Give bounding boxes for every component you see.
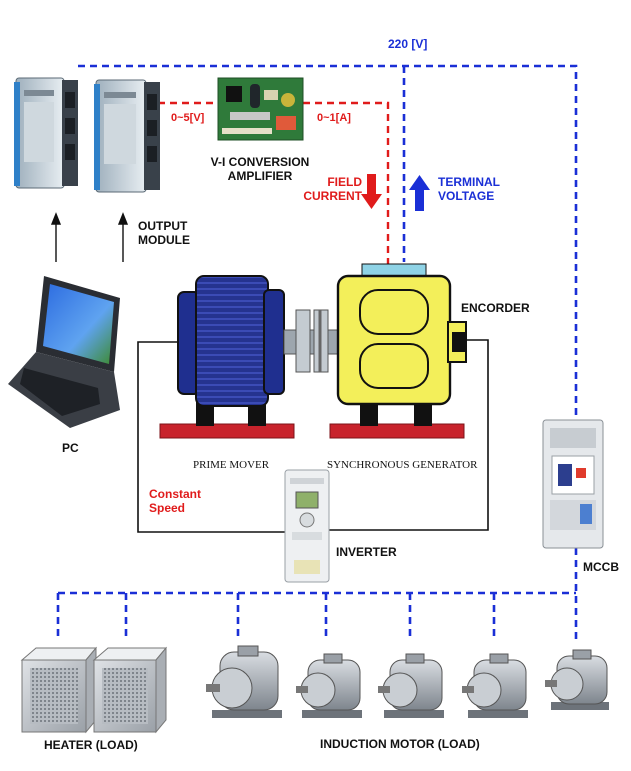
field-current-line2: CURRENT (303, 188, 362, 203)
voltage-range-label: 0~5[V] (171, 112, 205, 124)
amplifier-label-line2: AMPLIFIER (227, 168, 293, 183)
field-current-label: FIELD CURRENT (302, 175, 362, 204)
encoder-label: ENCORDER (461, 301, 530, 315)
induction-motor-icon (378, 653, 444, 718)
terminal-voltage-label: TERMINAL VOLTAGE (438, 175, 500, 204)
induction-motor-icon (462, 653, 528, 718)
supply-voltage-label: 220 [V] (388, 37, 428, 51)
ni-module-icon (14, 77, 78, 189)
heater-icon (92, 646, 168, 734)
supply-bus (56, 64, 578, 640)
laptop-icon (8, 276, 120, 428)
inverter-label: INVERTER (336, 545, 397, 559)
drive-wiring (137, 339, 489, 533)
inverter-icon (284, 469, 330, 583)
pc-label: PC (62, 441, 79, 455)
induction-motor-load-label: INDUCTION MOTOR (LOAD) (320, 737, 480, 751)
constant-speed-label: Constant Speed (149, 487, 201, 516)
amplifier-label-line1: V-I CONVERSION (210, 155, 310, 169)
output-module-label: OUTPUT MODULE (138, 219, 190, 248)
current-range-label: 0~1[A] (317, 112, 351, 124)
prime-mover-label: PRIME MOVER (193, 459, 270, 471)
output-module-line2: MODULE (138, 232, 190, 247)
pc-to-module-arrows (50, 212, 129, 262)
induction-motor-icon (545, 649, 609, 710)
prime-mover-icon (159, 275, 295, 439)
mccb-label: MCCB (583, 560, 619, 574)
terminal-voltage-arrow (409, 175, 430, 211)
heater-icon (20, 646, 98, 734)
constant-speed-line2: Speed (149, 500, 186, 515)
field-current-arrow (361, 174, 382, 209)
induction-motor-icon (206, 645, 282, 718)
terminal-voltage-line1: TERMINAL (438, 175, 500, 189)
heater-load-label: HEATER (LOAD) (44, 738, 138, 752)
terminal-voltage-line2: VOLTAGE (438, 188, 495, 203)
amplifier-label: V-I CONVERSION AMPLIFIER (200, 155, 320, 184)
breaker-icon (542, 419, 604, 549)
constant-speed-line1: Constant (149, 487, 201, 501)
field-current-line1: FIELD (327, 175, 362, 189)
generator-icon (329, 263, 467, 439)
field-signal-line (158, 101, 390, 264)
circuit-board-icon (217, 77, 304, 141)
output-module-line1: OUTPUT (138, 219, 188, 233)
induction-motor-icon (296, 653, 362, 718)
synchronous-generator-label: SYNCHRONOUS GENERATOR (327, 459, 478, 471)
ni-module-icon (94, 79, 160, 193)
